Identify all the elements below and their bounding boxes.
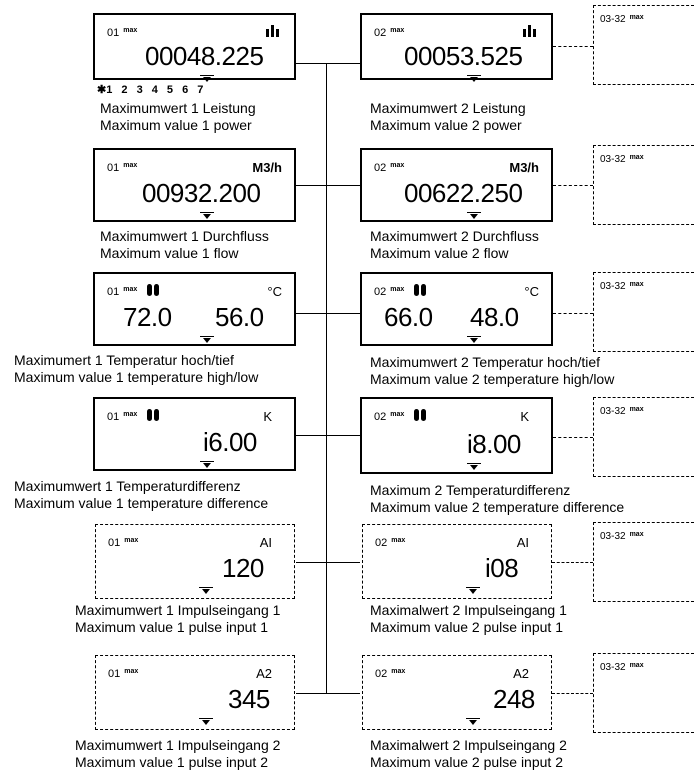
- unit-label: °C: [524, 284, 539, 299]
- display-value-low: 48.0: [470, 302, 519, 332]
- display-value-low: 56.0: [215, 302, 264, 332]
- power-icon: [523, 25, 537, 37]
- display-value: 120: [222, 553, 264, 583]
- cursor-arrow-icon: [466, 718, 480, 726]
- connector-1: [296, 63, 360, 64]
- cursor-arrow-icon: [467, 212, 481, 220]
- ghost-link-2: [553, 185, 593, 186]
- cursor-arrow-icon: [200, 212, 214, 220]
- cursor-arrow-icon: [199, 718, 213, 726]
- unit-label: K: [520, 409, 529, 424]
- cursor-arrow-icon: [467, 463, 481, 471]
- trunk-line: [326, 63, 327, 693]
- unit-label: AI: [259, 535, 272, 550]
- connector-3: [296, 313, 360, 314]
- cursor-arrow-icon: [200, 75, 214, 83]
- unit-label: A2: [513, 666, 529, 681]
- cursor-arrow-icon: [200, 336, 214, 344]
- display-value: 00053.525: [404, 41, 523, 71]
- unit-label: K: [263, 409, 272, 424]
- connector-6: [296, 693, 360, 694]
- display-value: 00622.250: [404, 178, 523, 208]
- unit-label: M3/h: [252, 160, 282, 175]
- thermometer-icon: [414, 409, 428, 421]
- display-value: 00048.225: [145, 41, 264, 71]
- display-value-high: 72.0: [123, 302, 172, 332]
- power-icon: [266, 25, 280, 37]
- display-value: i6.00: [203, 427, 257, 457]
- unit-label: A2: [256, 666, 272, 681]
- cursor-arrow-icon: [467, 75, 481, 83]
- display-value-high: 66.0: [384, 302, 433, 332]
- display-value: 248: [493, 684, 535, 714]
- ghost-link-4: [553, 437, 593, 438]
- cursor-arrow-icon: [199, 587, 213, 595]
- tick-marks: ✱1 2 3 4 5 6 7: [97, 84, 204, 96]
- connector-4: [296, 435, 360, 436]
- cursor-arrow-icon: [467, 336, 481, 344]
- connector-2: [296, 185, 360, 186]
- ghost-link-6: [552, 693, 593, 694]
- ghost-link-3: [553, 313, 593, 314]
- display-value: 345: [228, 684, 270, 714]
- thermometer-icon: [414, 284, 428, 296]
- unit-label: M3/h: [509, 160, 539, 175]
- ghost-link-1: [553, 46, 593, 47]
- thermometer-icon: [147, 409, 161, 421]
- ghost-link-5: [552, 562, 593, 563]
- display-value: 00932.200: [142, 178, 261, 208]
- unit-label: °C: [267, 284, 282, 299]
- connector-5: [296, 562, 360, 563]
- display-value: i08: [485, 553, 519, 583]
- display-value: i8.00: [467, 429, 521, 459]
- cursor-arrow-icon: [200, 461, 214, 469]
- thermometer-icon: [147, 284, 161, 296]
- cursor-arrow-icon: [466, 587, 480, 595]
- unit-label: AI: [516, 535, 529, 550]
